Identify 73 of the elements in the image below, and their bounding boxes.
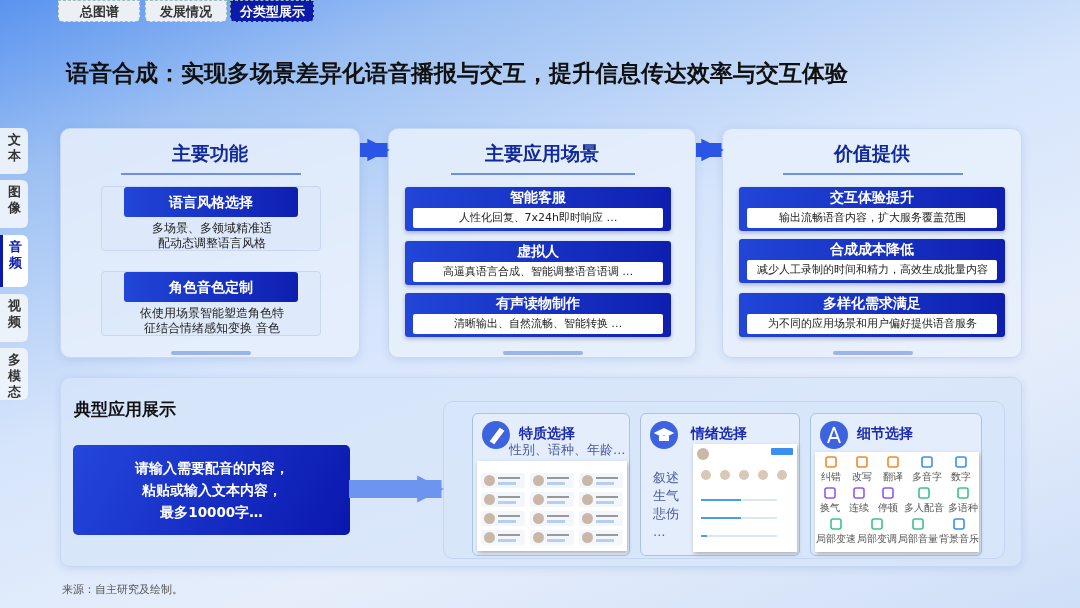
scenario-text: 减少人工录制的时间和精力，高效生成批量内容	[747, 260, 997, 280]
card-title: 情绪选择	[691, 425, 747, 443]
scenario-box	[405, 241, 671, 285]
feature-title: 角色音色定制	[124, 272, 298, 302]
tool-label: 数字	[950, 470, 972, 484]
tool-label: 多音字	[911, 470, 943, 484]
scenario-title: 虚拟人	[516, 242, 560, 261]
feature-box	[101, 271, 321, 336]
tool-label: 连续	[848, 501, 870, 515]
scenario-text: 输出流畅语音内容，扩大服务覆盖范围	[747, 208, 997, 228]
tool-label: 多人配音	[903, 501, 945, 515]
source-note: 来源：自主研究及绘制。	[62, 582, 183, 597]
section-heading: 典型应用展示	[74, 398, 176, 421]
tool-label: 换气	[819, 501, 841, 515]
card-subtitle: 性别、语种、年龄…	[509, 442, 626, 459]
tool-label: 纠错	[820, 470, 842, 484]
feature-title: 语言风格选择	[124, 187, 298, 217]
arrow	[696, 138, 724, 162]
title: 语音合成：实现多场景差异化语音播报与交互，提升信息传达效率与交互体验	[66, 59, 849, 88]
side-tab: 视频	[0, 294, 28, 342]
emotion-label: …	[653, 523, 667, 541]
tool-label: 局部音量	[898, 532, 938, 546]
option-card	[810, 413, 982, 556]
panel	[388, 128, 696, 358]
feature-text: 多场景、多领域精准适配动态调整语言风格	[151, 221, 273, 251]
tool-label: 背景音乐	[939, 532, 979, 546]
tab: 分类型展示	[230, 0, 314, 22]
scenario-text: 高逼真语言合成、智能调整语音语调 …	[413, 262, 663, 282]
tool-label: 局部变调	[857, 532, 897, 546]
arrow	[349, 475, 445, 503]
screenshot-panel	[443, 401, 1005, 559]
scenario-text: 清晰输出、自然流畅、智能转换 …	[413, 314, 663, 334]
scenario-box	[739, 239, 1005, 283]
side-tab: 图像	[0, 180, 28, 228]
scenario-box	[405, 187, 671, 231]
option-card	[472, 413, 630, 556]
panel-heading: 主要应用场景	[484, 141, 600, 166]
side-tab: 音频	[0, 235, 28, 287]
side-tab: 多模态	[0, 348, 28, 400]
scenario-box	[405, 293, 671, 337]
scenario-text: 为不同的应用场景和用户偏好提供语音服务	[747, 314, 997, 334]
emotion-label: 叙述	[653, 469, 679, 487]
panel	[722, 128, 1022, 358]
scenario-title: 智能客服	[509, 188, 567, 207]
panel-heading: 主要功能	[171, 141, 249, 166]
option-card	[640, 413, 800, 556]
tab: 发展情况	[145, 0, 227, 22]
panel	[60, 128, 360, 358]
feature-text: 依使用场景智能塑造角色特征结合情绪感知变换 音色	[139, 306, 285, 336]
scenario-box	[739, 187, 1005, 231]
card-title: 特质选择	[519, 425, 575, 443]
tool-label: 停顿	[877, 501, 899, 515]
arrow	[360, 138, 390, 162]
tool-label: 局部变速	[816, 532, 856, 546]
tool-label: 改写	[851, 470, 873, 484]
tool-label: 翻译	[882, 470, 904, 484]
emotion-label: 悲伤	[653, 505, 679, 523]
card-title: 细节选择	[857, 425, 913, 443]
feature-box	[101, 186, 321, 251]
scenario-title: 多样化需求满足	[822, 294, 922, 313]
scenario-title: 合成成本降低	[829, 240, 915, 259]
scenario-box	[739, 293, 1005, 337]
side-tab: 文本	[0, 128, 28, 174]
tool-label: 多语种	[947, 501, 979, 515]
scenario-text: 人性化回复、7x24h即时响应 …	[413, 208, 663, 228]
scenario-title: 有声读物制作	[495, 294, 581, 313]
tab: 总图谱	[58, 0, 140, 22]
emotion-label: 生气	[653, 487, 679, 505]
scenario-title: 交互体验提升	[829, 188, 915, 207]
input-text: 请输入需要配音的内容，粘贴或输入文本内容，最多10000字…	[133, 459, 290, 522]
showcase-panel	[60, 377, 1022, 567]
panel-heading: 价值提供	[832, 141, 911, 166]
input-box	[73, 445, 350, 535]
